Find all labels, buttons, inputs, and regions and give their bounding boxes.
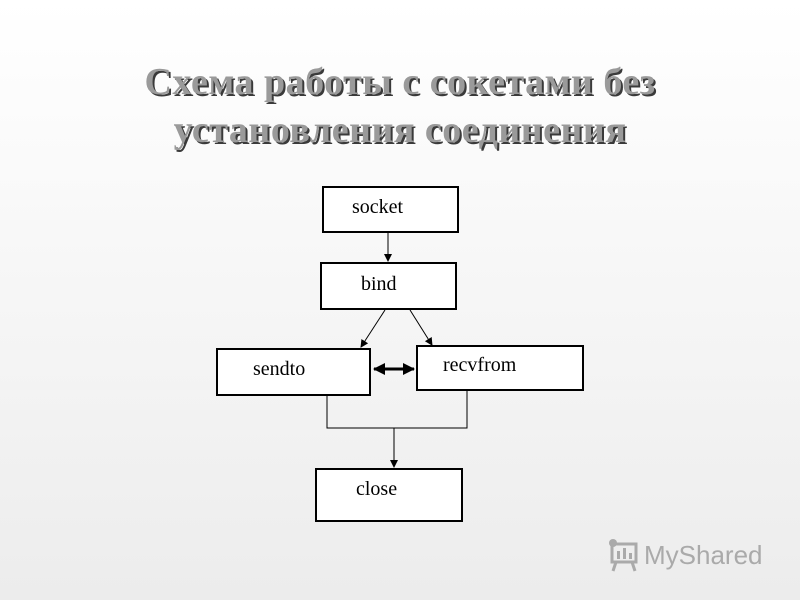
slide-title: Схема работы с сокетами без установления…	[0, 58, 800, 154]
node-recvfrom-label: recvfrom	[443, 354, 517, 376]
edge-bind-recvfrom	[409, 309, 433, 346]
slide-title-line-2: установления соединения	[173, 109, 627, 151]
watermark-text: MyShared	[644, 539, 763, 570]
node-bind: bind	[320, 262, 457, 310]
node-close: close	[315, 468, 463, 522]
node-recvfrom: recvfrom	[416, 345, 584, 391]
node-socket: socket	[322, 186, 459, 233]
watermark: MyShared	[606, 538, 763, 572]
node-socket-label: socket	[352, 196, 404, 218]
presentation-board-icon	[609, 539, 638, 572]
slide-title-line-1: Схема работы с сокетами без	[144, 61, 656, 103]
node-sendto: sendto	[216, 348, 371, 396]
node-close-label: close	[356, 478, 398, 500]
edge-bind-sendto	[360, 309, 386, 348]
edge-recvfrom-close	[394, 391, 468, 429]
edge-sendto-close	[326, 396, 394, 429]
node-bind-label: bind	[361, 273, 397, 295]
node-sendto-label: sendto	[253, 358, 306, 380]
